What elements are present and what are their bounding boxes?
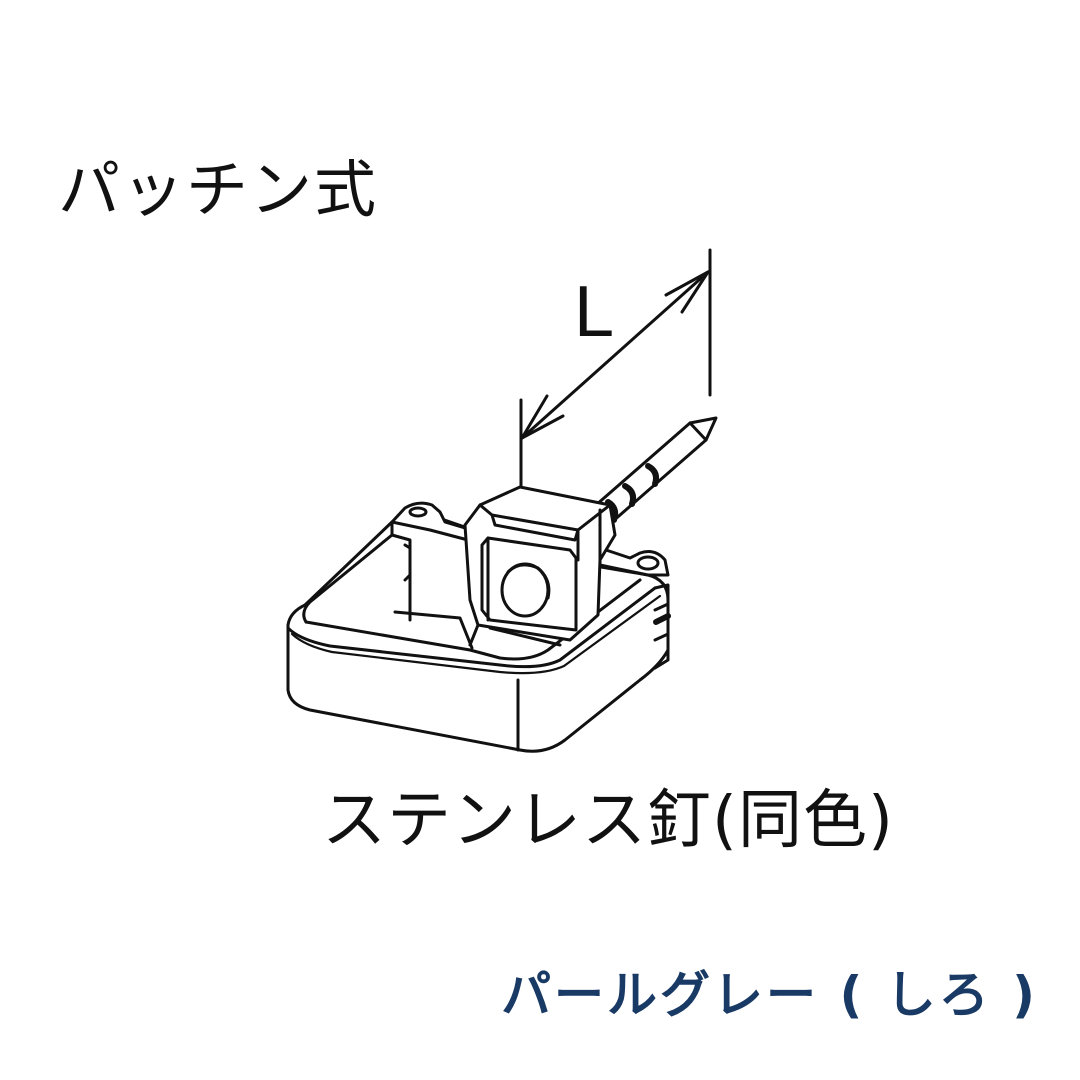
color-name-label: パールグレー ( しろ ) — [501, 966, 1038, 1024]
dimension-arrow-icon — [519, 248, 712, 492]
dimension-label-L: L — [574, 272, 615, 352]
stainless-nail-icon — [594, 416, 718, 524]
square-cap-icon — [463, 485, 617, 647]
mount-type-title: パッチン式 — [58, 153, 379, 226]
nail-caption: ステンレス釘(同色) — [322, 784, 894, 858]
